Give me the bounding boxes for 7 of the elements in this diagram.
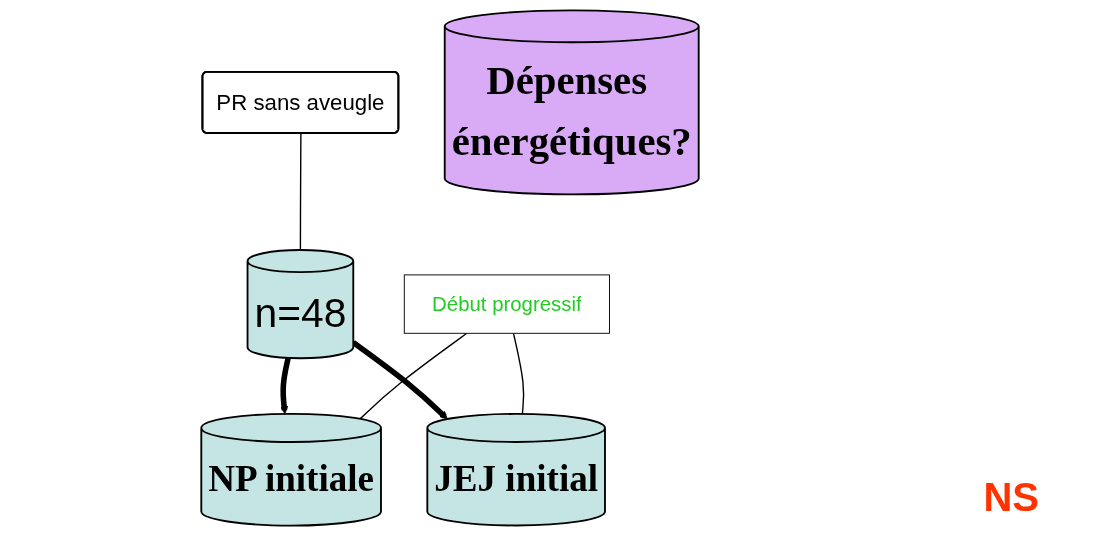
note-text: NS: [983, 475, 1039, 520]
connector: [299, 132, 302, 251]
arrow: [351, 339, 448, 419]
connector: [512, 332, 525, 415]
node-box: Début progressif: [403, 273, 610, 334]
arrow: [280, 356, 291, 414]
connector: [359, 332, 468, 420]
